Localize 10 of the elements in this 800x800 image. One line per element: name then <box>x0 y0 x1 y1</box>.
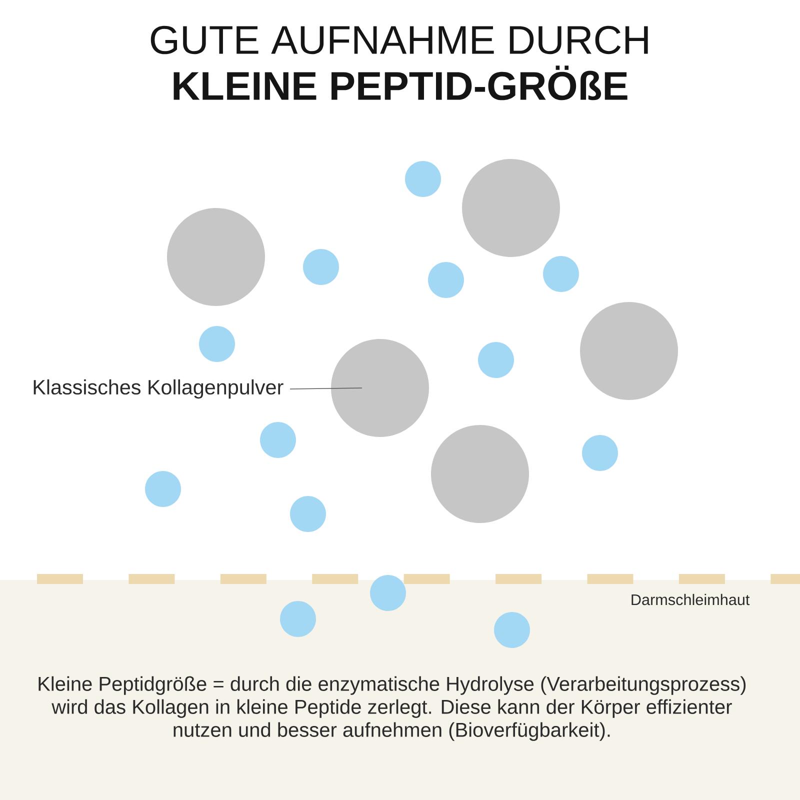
large-circle <box>580 302 678 400</box>
large-circle <box>462 159 560 257</box>
large-circle <box>431 425 529 523</box>
large-circle <box>331 339 429 437</box>
callout-label: Klassisches Kollagenpulver <box>34 379 284 399</box>
title: GUTE AUFNAHME DURCH KLEINE PEPTID-GRÖßE <box>150 26 648 100</box>
large-circle <box>167 208 265 306</box>
leader-line <box>290 388 362 390</box>
note-text: Kleine Peptidgröße = durch die enzymatische Hydrolyse (Verarbeitungsprozess) wird das Kollagen in kleine Peptide zerlegt. Diese kann der Körper effizienter nutzen und besser aufnehmen (Bioverfügbarkeit). <box>38 676 746 741</box>
region-label: Darmschleimhaut <box>632 594 750 606</box>
